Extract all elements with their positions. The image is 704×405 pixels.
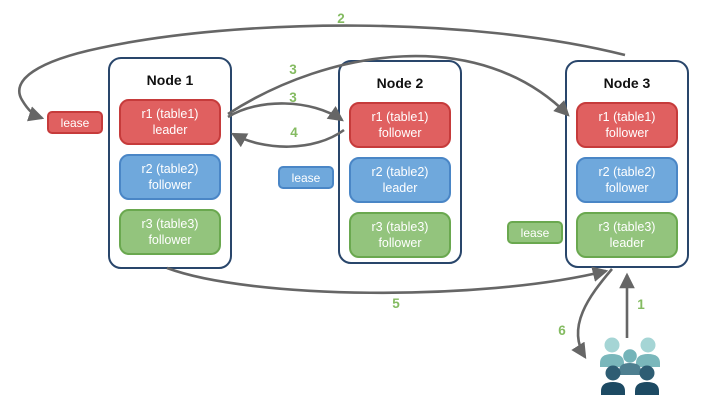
node-2-replica-r2: r2 (table2) leader (349, 157, 451, 203)
replica-role: leader (609, 236, 645, 250)
node-2-replica-r1: r1 (table1) follower (349, 102, 451, 148)
arrow-5-node1-to-node3 (166, 266, 609, 295)
replica-name: r1 (table1) (598, 109, 656, 124)
node-2: Node 2 r1 (table1) follower r2 (table2) … (338, 60, 462, 264)
replica-name: r3 (table3) (598, 219, 656, 234)
replica-name: r2 (table2) (141, 161, 199, 176)
replica-name: r3 (table3) (371, 219, 429, 234)
lease-chip-table3: lease (507, 221, 563, 244)
lease-chip-table2: lease (278, 166, 334, 189)
node-3: Node 3 r1 (table1) follower r2 (table2) … (565, 60, 689, 268)
replica-role: follower (605, 126, 649, 140)
node-2-replica-r3: r3 (table3) follower (349, 212, 451, 258)
step-label-6: 6 (558, 323, 566, 338)
node-3-title: Node 3 (603, 75, 651, 91)
step-label-3-upper: 3 (289, 62, 297, 77)
replica-role: leader (152, 123, 188, 137)
node-3-replica-r2: r2 (table2) follower (576, 157, 678, 203)
node-3-replica-r3: r3 (table3) leader (576, 212, 678, 258)
node-1-title: Node 1 (146, 72, 194, 88)
replica-role: follower (378, 236, 422, 250)
arrow-3-node1-to-node2 (227, 102, 344, 122)
node-1-replica-r1: r1 (table1) leader (119, 99, 221, 145)
node-2-title: Node 2 (376, 75, 424, 91)
replica-role: follower (148, 178, 192, 192)
step-label-3-lower: 3 (289, 90, 297, 105)
replica-name: r1 (table1) (371, 109, 429, 124)
replica-role: follower (148, 233, 192, 247)
node-1-replica-r3: r3 (table3) follower (119, 209, 221, 255)
users-group-icon (600, 337, 660, 395)
node-3-replica-r1: r1 (table1) follower (576, 102, 678, 148)
replica-role: follower (378, 126, 422, 140)
replica-name: r1 (table1) (141, 106, 199, 121)
lease-chip-table1: lease (47, 111, 103, 134)
node-1: Node 1 r1 (table1) leader r2 (table2) fo… (108, 57, 232, 269)
replica-name: r3 (table3) (141, 216, 199, 231)
replica-name: r2 (table2) (598, 164, 656, 179)
replica-role: leader (382, 181, 418, 195)
step-label-5: 5 (392, 296, 400, 311)
node-1-replica-r2: r2 (table2) follower (119, 154, 221, 200)
step-label-2: 2 (337, 11, 345, 26)
step-label-4: 4 (290, 125, 298, 140)
replica-name: r2 (table2) (371, 164, 429, 179)
step-label-1: 1 (637, 297, 645, 312)
replica-role: follower (605, 181, 649, 195)
